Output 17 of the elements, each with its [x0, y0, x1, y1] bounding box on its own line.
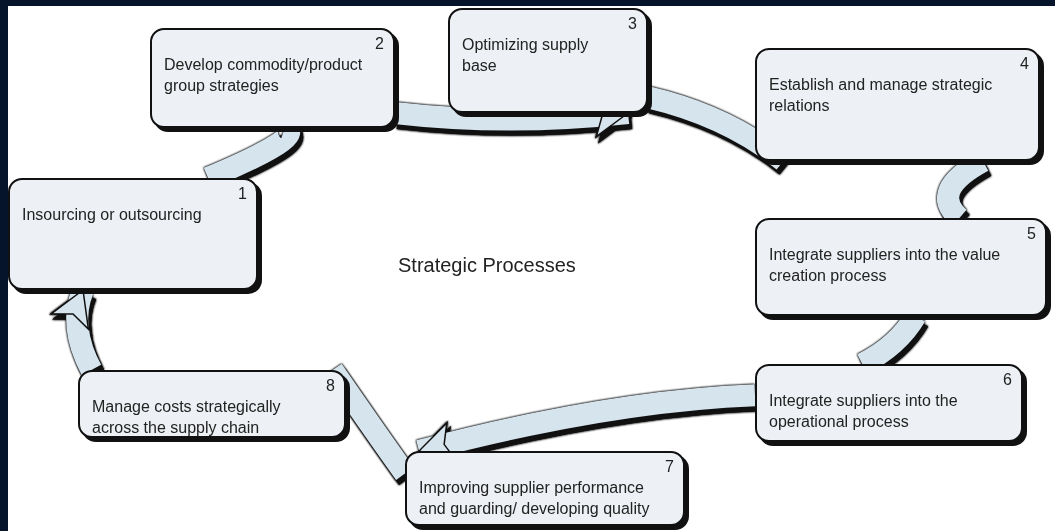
step-text: Integrate suppliers into the value creation process [769, 245, 1002, 286]
center-title: Strategic Processes [398, 254, 576, 277]
step-text: Develop commodity/product group strategies [164, 55, 364, 96]
step-number: 3 [628, 15, 637, 33]
step-text: Insourcing or outsourcing [22, 205, 203, 225]
step-text: Improving supplier performance and guarding/ developing quality [419, 478, 651, 519]
step-text: Integrate suppliers into the operational process [769, 391, 959, 432]
step-text: Optimizing supply base [462, 35, 590, 76]
step-text: Establish and manage strategic relations [769, 75, 994, 116]
step-number: 2 [375, 35, 384, 53]
step-number: 5 [1027, 225, 1036, 243]
step-number: 4 [1020, 55, 1029, 73]
step-number: 7 [665, 458, 674, 476]
step-number: 1 [238, 185, 247, 203]
step-number: 8 [326, 377, 335, 395]
step-number: 6 [1003, 371, 1012, 389]
step-text: Manage costs strategically across the supply chain [92, 397, 282, 438]
